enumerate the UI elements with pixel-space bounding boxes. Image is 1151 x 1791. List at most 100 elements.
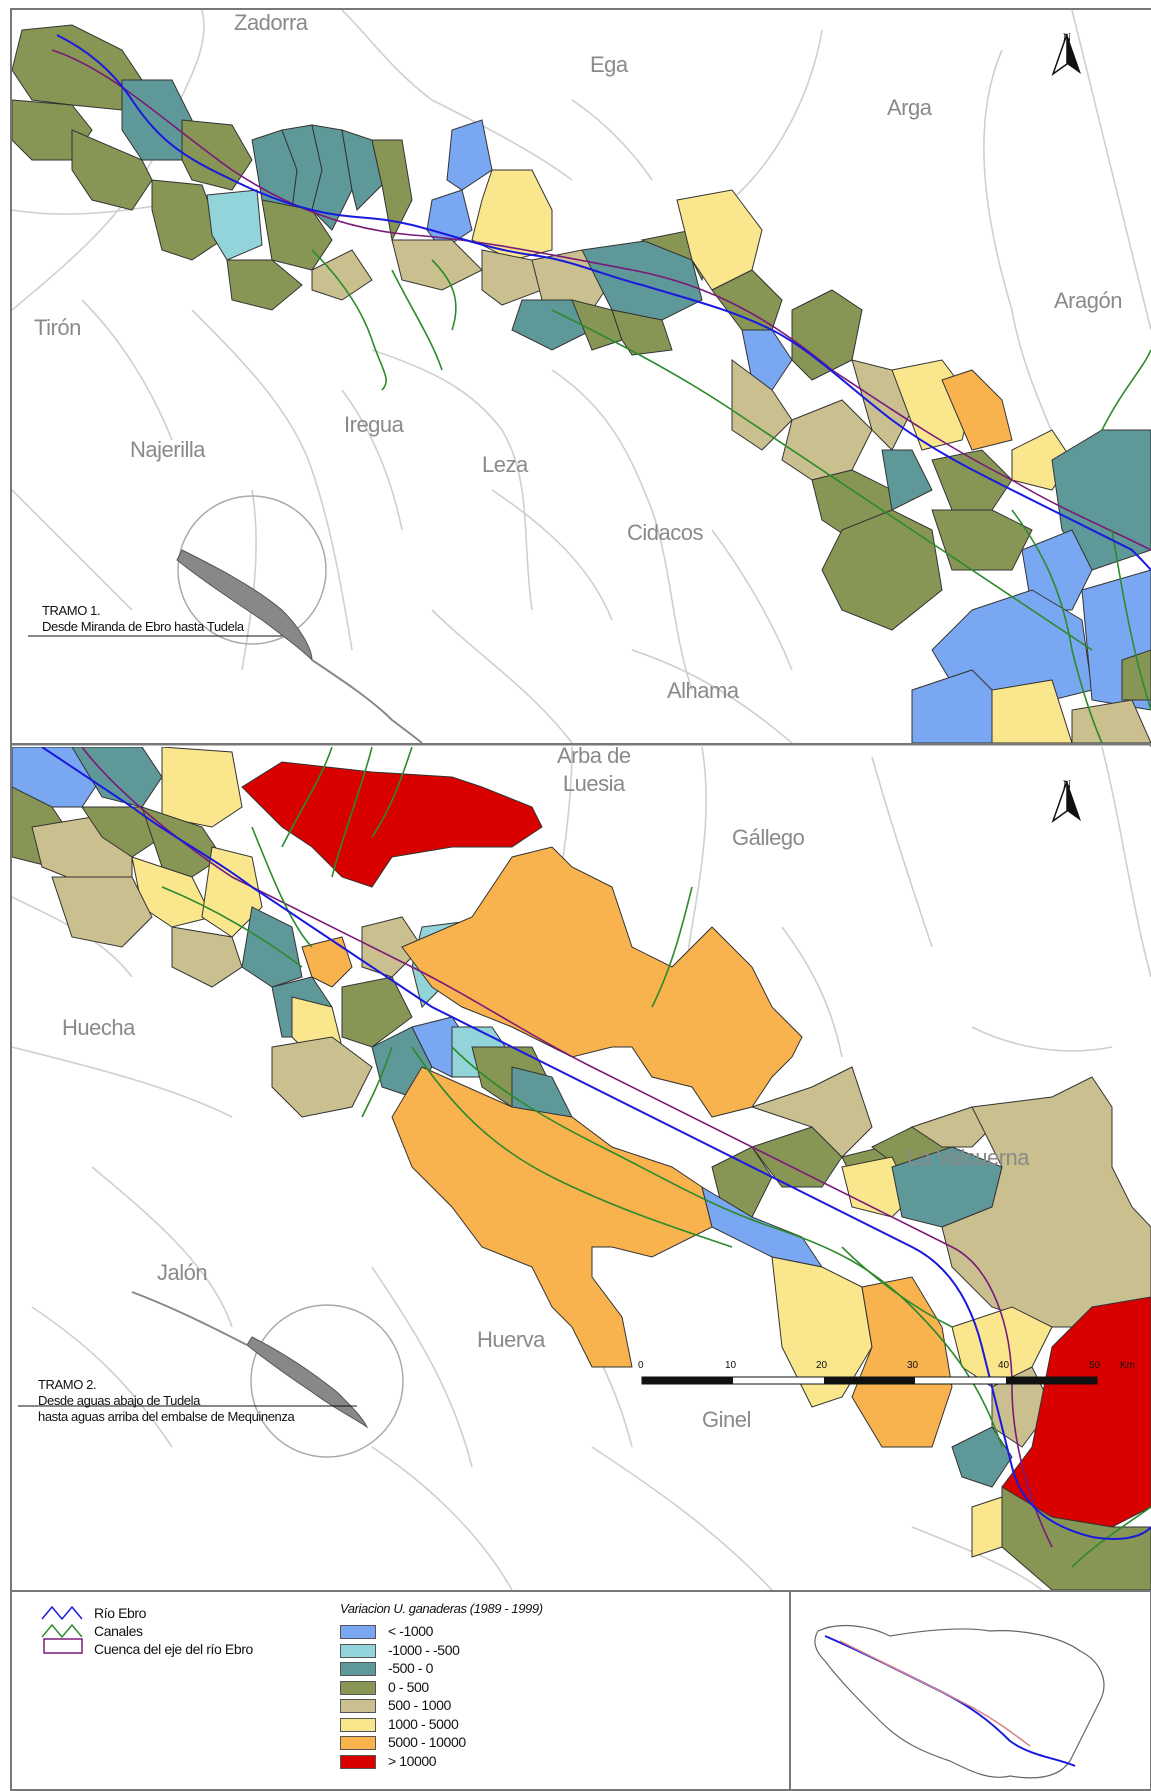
mun-p2-31: [701, 1185, 824, 1268]
mun-p1-37: [881, 449, 933, 511]
scale-tick-40: 40: [998, 1360, 1010, 1371]
tramo-2-label: TRAMO 2. Desde aguas abajo de Tudela has…: [38, 1377, 295, 1425]
tramo-2-title: TRAMO 2.: [38, 1377, 97, 1392]
ebro-river: [56, 34, 1151, 571]
mun-p1-12: [371, 139, 413, 242]
mun-p1-41: [821, 509, 943, 631]
legend-symbols: [41, 1605, 1105, 1779]
mun-p2-19: [341, 976, 413, 1048]
river-label-la-valcuerna: La Valcuerna: [907, 1145, 1030, 1170]
mun-p2-26: [401, 846, 803, 1118]
overview-inset-2: [131, 1291, 404, 1458]
mun-p1-14: [311, 249, 373, 301]
north-arrow: N: [1047, 777, 1087, 823]
legend-class-label-3: -500 - 0: [388, 1660, 434, 1676]
tramo-1-title: TRAMO 1.: [42, 603, 101, 618]
mun-p2-03: [161, 747, 243, 828]
mun-p1-16: [446, 119, 493, 191]
mun-p1-35: [941, 369, 1013, 451]
river-label-zadorra: Zadorra: [234, 10, 308, 35]
map-panel-tramo-2: Arba de Luesia Gállego Huecha La Valcuer…: [12, 747, 1151, 1590]
legend-class-label-2: -1000 - -500: [388, 1641, 460, 1658]
mun-p1-18: [471, 169, 553, 261]
mun-p1-07: [206, 189, 263, 261]
legend-swatch-8: [340, 1754, 376, 1769]
legend-class-label-8: > 10000: [388, 1752, 437, 1769]
scale-unit: Km: [1120, 1360, 1135, 1371]
mun-p1-05: [181, 119, 253, 191]
legend-swatch-7: [340, 1736, 376, 1750]
river-label-jalon: Jalón: [157, 1260, 208, 1285]
scale-tick-0: 0: [638, 1360, 644, 1371]
mun-p2-11: [171, 926, 243, 988]
mun-p1-29: [741, 329, 793, 391]
mun-p2-20: [271, 1036, 373, 1118]
river-label-huerva: Huerva: [477, 1327, 545, 1352]
legend-class-label-4: 0 - 500: [388, 1678, 429, 1695]
overview-map-inset: [814, 1625, 1105, 1779]
north-arrow-icon: [1051, 780, 1081, 823]
legend-class-label-1: < -1000: [388, 1623, 434, 1639]
river-label-huecha: Huecha: [62, 1015, 135, 1040]
river-label-leza: Leza: [482, 452, 528, 477]
mun-p2-40: [951, 1306, 1053, 1388]
river-label-luesia: Luesia: [562, 771, 625, 796]
mun-p2-43: [951, 1426, 1013, 1488]
basin-outline: [51, 49, 1151, 551]
river-label-gallego: Gállego: [732, 825, 805, 850]
legend-class-label-6: 1000 - 5000: [388, 1715, 459, 1732]
river-label-tiron: Tirón: [34, 315, 81, 340]
ebro-river-symbol: [41, 1605, 83, 1621]
legend-swatch-6: [340, 1717, 376, 1732]
legend-classes-title: Variacion U. ganaderas (1989 - 1999): [340, 1601, 543, 1616]
canals: [311, 249, 1151, 743]
legend-swatch-1: [340, 1625, 376, 1639]
river-label-arba-de-luesia: Arba de Luesia: [557, 747, 631, 798]
mun-p1-06: [151, 179, 223, 261]
river-label-najerilla: Najerilla: [130, 437, 205, 462]
mun-p2-13: [241, 906, 303, 988]
ebro-river: [41, 747, 1151, 1540]
mun-p2-15: [301, 936, 353, 988]
mun-p1-31: [731, 359, 793, 451]
legend-swatch-5: [340, 1699, 376, 1713]
legend: Río Ebro Canales Cuenca del eje del río …: [0, 1591, 1151, 1791]
basin-symbol: [43, 1638, 83, 1654]
mun-p1-20: [481, 249, 543, 306]
mun-p2-12: [241, 761, 543, 888]
legend-class-label-7: 5000 - 10000: [388, 1734, 466, 1750]
tramo-1-map: [12, 10, 1151, 743]
mun-p1-25: [611, 309, 673, 356]
legend-swatch-4: [340, 1680, 376, 1695]
river-label-iregua: Iregua: [344, 412, 404, 437]
legend-swatch-3: [340, 1662, 376, 1676]
municipality-polygons: [12, 747, 1151, 1590]
mun-p2-39: [851, 1276, 953, 1448]
legend-label-ebro: Río Ebro: [94, 1605, 147, 1621]
scale-tick-10: 10: [725, 1360, 737, 1371]
river-label-cidacos: Cidacos: [627, 520, 703, 545]
mun-p1-23: [511, 299, 593, 351]
legend-label-canales: Canales: [94, 1623, 143, 1639]
tramo-2-description-line-2: hasta aguas arriba del embalse de Mequin…: [38, 1409, 295, 1424]
river-label-ginel: Ginel: [702, 1407, 751, 1432]
mun-p2-27: [391, 1066, 713, 1368]
mun-p1-15: [226, 259, 303, 311]
map-panel-tramo-1: Zadorra Ega Arga Aragón Tirón Iregua Naj…: [12, 10, 1151, 743]
river-label-arga: Arga: [887, 95, 932, 120]
river-label-arba: Arba de: [557, 747, 631, 768]
scale-tick-20: 20: [816, 1360, 828, 1371]
tramo-2-description-line-1: Desde aguas abajo de Tudela: [38, 1393, 200, 1408]
mun-p2-34: [910, 1106, 993, 1148]
tramo-1-description: Desde Miranda de Ebro hasta Tudela: [42, 619, 244, 634]
north-arrow-icon: [1051, 33, 1081, 76]
legend-swatch-2: [340, 1643, 376, 1658]
river-label-alhama: Alhama: [667, 678, 739, 703]
mun-p2-38: [771, 1256, 873, 1408]
overview-inset-1: [176, 495, 423, 743]
mun-p1-32: [781, 399, 873, 481]
mun-p1-48: [1071, 699, 1151, 743]
mun-p1-38: [931, 449, 1013, 511]
